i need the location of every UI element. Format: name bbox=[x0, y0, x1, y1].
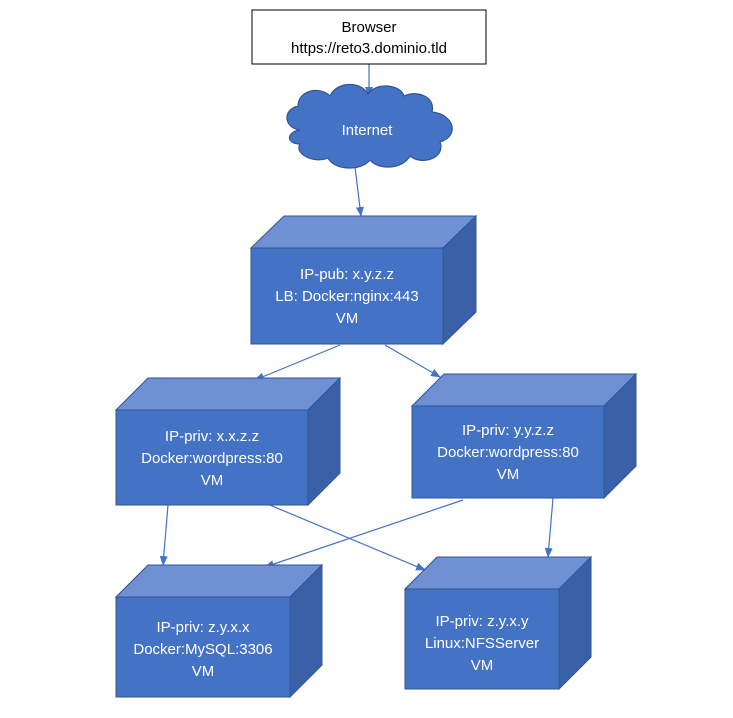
edge-internet-to-lb bbox=[354, 166, 364, 217]
wordpress-left-cube-top bbox=[114, 377, 342, 411]
wordpress-left-vm-label: VM bbox=[201, 472, 224, 489]
internet-label: Internet bbox=[342, 122, 394, 139]
browser-node: Browser https://reto3.dominio.tld bbox=[251, 9, 487, 65]
wordpress-right-cube-top bbox=[410, 373, 638, 407]
edge-wordpress-right-to-nfs bbox=[544, 497, 554, 558]
edge-wordpress-left-to-nfs bbox=[264, 502, 426, 571]
wordpress-left-cube-front bbox=[115, 409, 309, 506]
wordpress-right-cube-front bbox=[411, 405, 605, 499]
wordpress-right-vm-node: IP-priv: y.y.z.z Docker:wordpress:80 VM bbox=[410, 372, 638, 500]
nfs-cube-front bbox=[404, 588, 560, 690]
cloud-icon bbox=[286, 83, 453, 169]
wordpress-right-ip-label: IP-priv: y.y.z.z bbox=[462, 422, 554, 439]
wordpress-left-vm-node: IP-priv: x.x.z.z Docker:wordpress:80 VM bbox=[114, 376, 342, 507]
lb-cube-front bbox=[250, 247, 444, 345]
lb-vm-node: IP-pub: x.y.z.z LB: Docker:nginx:443 VM bbox=[249, 214, 478, 346]
lb-vm-label: VM bbox=[336, 310, 359, 327]
lb-ip-label: IP-pub: x.y.z.z bbox=[300, 266, 394, 283]
wordpress-left-ip-label: IP-priv: x.x.z.z bbox=[165, 428, 259, 445]
nfs-ip-label: IP-priv: z.y.x.y bbox=[435, 613, 529, 630]
edge-wordpress-left-to-mysql bbox=[159, 504, 169, 566]
lb-cube-top bbox=[249, 215, 478, 249]
nfs-vm-label: VM bbox=[471, 657, 494, 674]
browser-url: https://reto3.dominio.tld bbox=[291, 40, 447, 57]
internet-node: Internet bbox=[286, 83, 453, 169]
browser-box bbox=[251, 9, 487, 65]
mysql-vm-label: VM bbox=[192, 663, 215, 680]
mysql-vm-node: IP-priv: z.y.x.x Docker:MySQL:3306 VM bbox=[114, 563, 324, 699]
browser-title: Browser bbox=[341, 19, 396, 36]
nfs-vm-node: IP-priv: z.y.x.y Linux:NFSServer VM bbox=[403, 555, 593, 691]
wordpress-right-service-label: Docker:wordpress:80 bbox=[437, 444, 579, 461]
wordpress-right-vm-label: VM bbox=[497, 466, 520, 483]
edge-lb-to-wordpress-right bbox=[384, 344, 441, 378]
mysql-service-label: Docker:MySQL:3306 bbox=[133, 641, 272, 658]
edge-lb-to-wordpress-left bbox=[254, 344, 341, 381]
mysql-cube-top bbox=[114, 564, 324, 598]
nfs-service-label: Linux:NFSServer bbox=[425, 635, 539, 652]
wordpress-left-service-label: Docker:wordpress:80 bbox=[141, 450, 283, 467]
mysql-ip-label: IP-priv: z.y.x.x bbox=[156, 619, 250, 636]
mysql-cube-front bbox=[115, 596, 291, 698]
connectors bbox=[159, 64, 554, 571]
edge-wordpress-right-to-mysql bbox=[264, 499, 464, 568]
lb-service-label: LB: Docker:nginx:443 bbox=[275, 288, 418, 305]
